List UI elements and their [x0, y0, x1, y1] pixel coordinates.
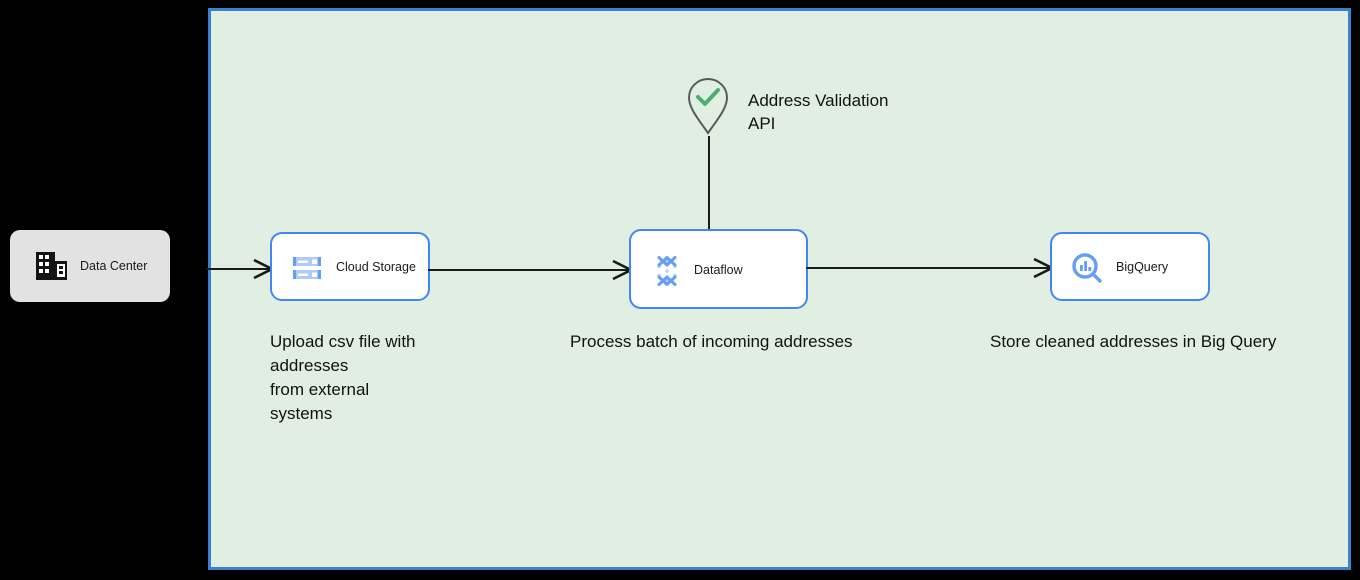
dataflow-icon: [650, 254, 684, 288]
address-api-label-line1: Address Validation: [748, 91, 889, 110]
node-dataflow-label: Dataflow: [694, 263, 743, 277]
map-pin-check-icon: [685, 77, 731, 140]
edge-address-api-to-dataflow: [702, 136, 716, 232]
caption-upload-line3: from external: [270, 380, 370, 399]
caption-upload-csv: Upload csv file with addresses from exte…: [270, 330, 480, 426]
cloud-storage-icon: [290, 251, 324, 285]
node-bigquery[interactable]: BigQuery: [1050, 232, 1210, 301]
edge-dataflow-to-bigquery: [806, 257, 1055, 279]
node-bigquery-label: BigQuery: [1116, 260, 1169, 274]
node-data-center-label: Data Center: [80, 259, 148, 273]
caption-process-batch: Process batch of incoming addresses: [570, 332, 853, 351]
node-address-validation-api[interactable]: [685, 76, 731, 136]
caption-upload-line4: systems: [270, 404, 333, 423]
node-cloud-storage-label: Cloud Storage: [336, 260, 416, 274]
node-dataflow[interactable]: Dataflow: [629, 229, 808, 309]
data-center-building-icon: [33, 248, 69, 284]
edge-data-center-to-cloud-storage: [206, 258, 275, 280]
node-cloud-storage[interactable]: Cloud Storage: [270, 232, 430, 301]
address-api-label-line2: API: [748, 114, 776, 133]
bigquery-icon: [1070, 251, 1104, 285]
node-data-center[interactable]: Data Center: [10, 230, 170, 302]
address-validation-api-label: Address Validation API: [748, 89, 978, 135]
caption-upload-line2: addresses: [270, 356, 349, 375]
caption-store-cleaned: Store cleaned addresses in Big Query: [990, 332, 1277, 351]
edge-cloud-storage-to-dataflow: [428, 259, 634, 281]
caption-upload-line1: Upload csv file with: [270, 332, 416, 351]
